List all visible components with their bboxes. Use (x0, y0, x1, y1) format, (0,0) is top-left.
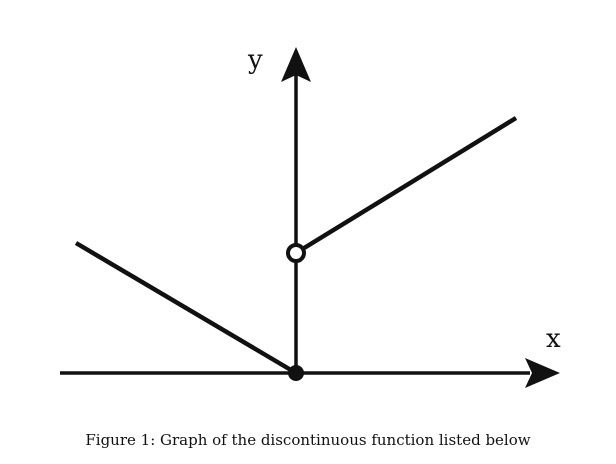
axes: x y (60, 45, 561, 388)
graph-marks (74, 116, 518, 381)
open-point-marker (286, 243, 306, 263)
y-axis-label: y (247, 45, 263, 75)
x-axis-label: x (546, 324, 561, 354)
filled-point-marker (288, 365, 304, 381)
figure-caption: Figure 1: Graph of the discontinuous fun… (85, 431, 531, 449)
y-axis-arrowhead-icon (281, 47, 311, 82)
x-axis-arrowhead-icon (525, 358, 560, 388)
left-branch-segment (74, 241, 298, 375)
right-branch-segment (294, 116, 518, 255)
